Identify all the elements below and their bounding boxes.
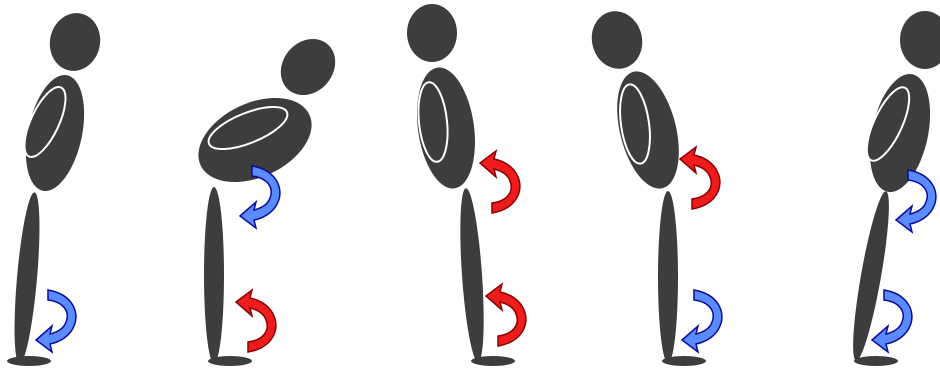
figure-3-lower-arrow [486,284,526,346]
figure-3-head [407,4,457,62]
figure-4-leg [658,191,678,363]
figure-4-upper-arrow [680,147,720,209]
figure-3-leg [456,188,488,363]
figure-4-lower-arrow [682,290,722,352]
figure-1-head [45,8,106,75]
figure-1-lower-arrow [36,290,76,352]
figure-2-head [270,28,347,106]
figure-5-head [900,11,940,69]
figure-4-foot [662,356,706,366]
figure-4 [586,6,722,366]
figure-2-foot [208,356,252,366]
figure-5 [846,11,940,366]
figure-1 [7,8,105,366]
figure-2-lower-arrow [236,290,276,352]
figure-2 [185,28,346,366]
figure-1-foot [7,356,51,366]
figure-2-leg [204,187,224,363]
figure-3-upper-arrow [480,151,520,213]
figure-5-lower-arrow [872,290,912,352]
figure-4-head [586,6,649,74]
figure-3-foot [471,356,515,366]
figure-3 [407,4,526,366]
figure-5-foot [854,356,898,366]
